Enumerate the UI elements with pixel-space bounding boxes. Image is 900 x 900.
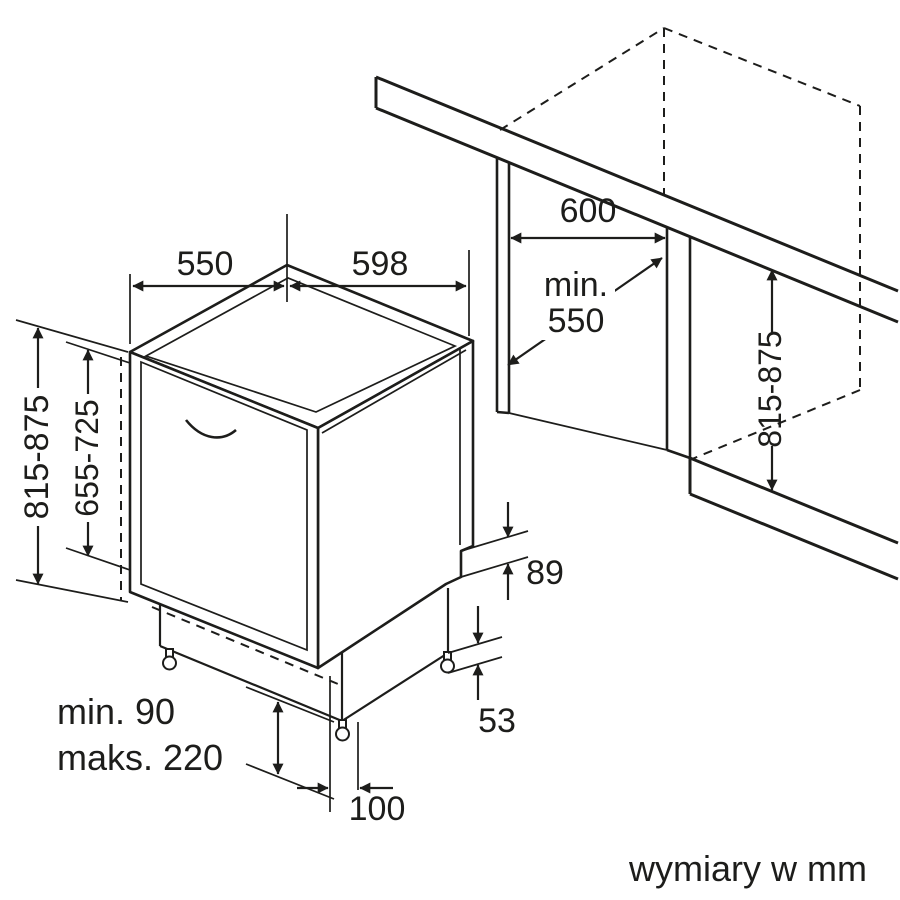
leveling-foot [162,648,177,671]
dim-niche-width: 600 [510,192,666,244]
floor [688,456,899,581]
dim-label-top-width: 598 [352,245,409,283]
dim-foot-height: 53 [447,606,516,740]
door-panel-outline [140,360,308,652]
dim-label-niche-width: 600 [560,192,617,230]
dim-label-plinth-max: maks. 220 [57,737,223,778]
dim-plinth-range: min. 90 maks. 220 [57,686,335,800]
dim-label-plinth-min: min. 90 [57,691,175,732]
leveling-foot [440,651,455,674]
dim-overall-height: 815-875 [15,319,129,603]
dishwasher-side-face [316,339,475,670]
dishwasher-front-face [128,350,320,670]
niche-outline-dashed [499,27,861,460]
dim-foot-offset: 100 [297,676,405,828]
dim-top-width: 598 [289,245,470,336]
dim-label-foot-offset: 100 [349,790,406,828]
leveling-foot [335,719,350,742]
units-caption: wymiary w mm [628,848,867,889]
dishwasher-body [120,263,475,685]
dim-base-step: 89 [460,502,564,600]
dim-niche-depth: min. 550 [507,257,663,366]
dim-label-niche-depth-2: 550 [548,302,605,340]
dim-label-niche-height: 815-875 [752,330,788,447]
dim-label-top-depth: 550 [177,245,234,283]
dim-door-height: 655-725 [65,341,131,571]
worktop [374,75,899,324]
dim-label-overall-height: 815-875 [18,395,56,520]
dim-label-niche-depth-1: min. [544,266,608,304]
base-and-feet [158,588,455,742]
dim-label-base-step: 89 [526,554,564,592]
dim-label-foot-height: 53 [478,702,516,740]
dim-top-depth: 550 [129,214,288,344]
door-handle [184,419,237,439]
dim-niche-height: 815-875 [752,269,788,491]
dim-label-door-height: 655-725 [69,399,105,516]
